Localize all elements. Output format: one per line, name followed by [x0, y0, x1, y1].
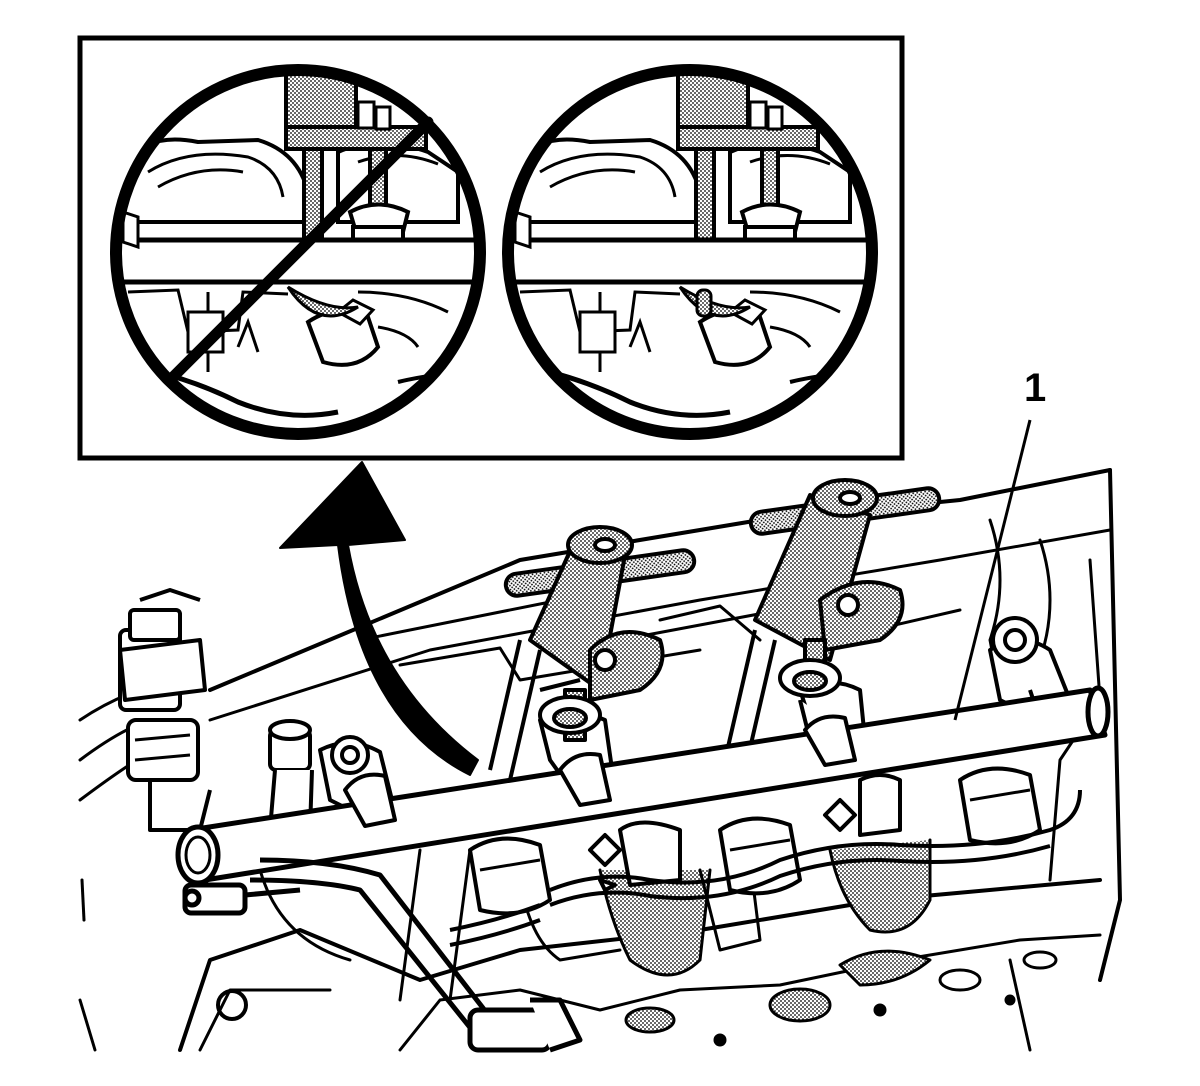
wiring-harness — [449, 789, 1082, 947]
removal-tools — [488, 478, 942, 781]
callout-1-leader — [953, 419, 1032, 721]
inset-incorrect-removal — [110, 64, 486, 440]
callout-1-label: 1 — [1024, 366, 1047, 410]
inset-correct-removal — [502, 64, 878, 440]
inset-panel — [77, 35, 905, 461]
curved-arrow-icon — [279, 461, 479, 776]
prohibited-slash-icon — [164, 116, 434, 386]
fuel-rail — [175, 685, 1111, 1053]
